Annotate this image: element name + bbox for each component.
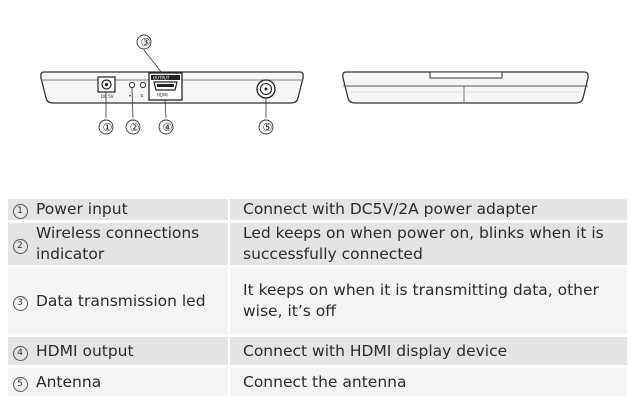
row-number: 5 — [8, 368, 32, 396]
feature-cell: Power input — [32, 199, 228, 220]
wifi-icon: ▾ — [129, 93, 131, 98]
description-cell: It keeps on when it is transmitting data… — [228, 268, 627, 334]
indicator-leds: ▾ ⇅ — [128, 81, 147, 98]
feature-cell: Antenna — [32, 368, 228, 396]
table-row: 1 Power input Connect with DC5V/2A power… — [8, 199, 627, 220]
callout-2: ② — [130, 121, 140, 134]
data-icon: ⇅ — [140, 93, 144, 98]
table-row: 4 HDMI output Connect with HDMI display … — [8, 337, 627, 365]
callout-4: ④ — [163, 121, 173, 134]
device-illustration: DC 5V ▾ ⇅ OUTPUT HDMI — [40, 34, 589, 135]
device-diagram: DC 5V ▾ ⇅ OUTPUT HDMI — [0, 0, 631, 190]
table-row: 2 Wireless connections indicator Led kee… — [8, 223, 627, 265]
hdmi-top-label: OUTPUT — [153, 75, 170, 80]
table-row: 3 Data transmission led It keeps on when… — [8, 268, 627, 334]
row-number: 4 — [8, 337, 32, 365]
row-number: 2 — [8, 223, 32, 265]
row-number: 1 — [8, 199, 32, 220]
callout-5: ⑤ — [263, 121, 273, 134]
feature-cell: Wireless connections indicator — [32, 223, 228, 265]
table-row: 5 Antenna Connect the antenna — [8, 368, 627, 396]
hdmi-port: OUTPUT HDMI — [148, 72, 183, 101]
row-number: 3 — [8, 268, 32, 334]
dc-port-label: DC 5V — [101, 94, 114, 99]
device-back-view — [342, 71, 589, 104]
callout-3: ③ — [141, 36, 151, 49]
spec-table: 1 Power input Connect with DC5V/2A power… — [8, 196, 627, 399]
feature-cell: HDMI output — [32, 337, 228, 365]
description-cell: Connect with DC5V/2A power adapter — [228, 199, 627, 220]
callout-1: ① — [103, 121, 113, 134]
hdmi-bottom-label: HDMI — [157, 93, 168, 98]
feature-cell: Data transmission led — [32, 268, 228, 334]
description-cell: Connect the antenna — [228, 368, 627, 396]
device-front-view: DC 5V ▾ ⇅ OUTPUT HDMI — [40, 71, 304, 104]
dc-power-port: DC 5V — [97, 76, 116, 99]
callout-lines — [105, 49, 267, 119]
antenna-connector — [256, 79, 276, 99]
callout-markers: ③ ① ② ④ ⑤ — [98, 34, 274, 135]
description-cell: Connect with HDMI display device — [228, 337, 627, 365]
description-cell: Led keeps on when power on, blinks when … — [228, 223, 627, 265]
